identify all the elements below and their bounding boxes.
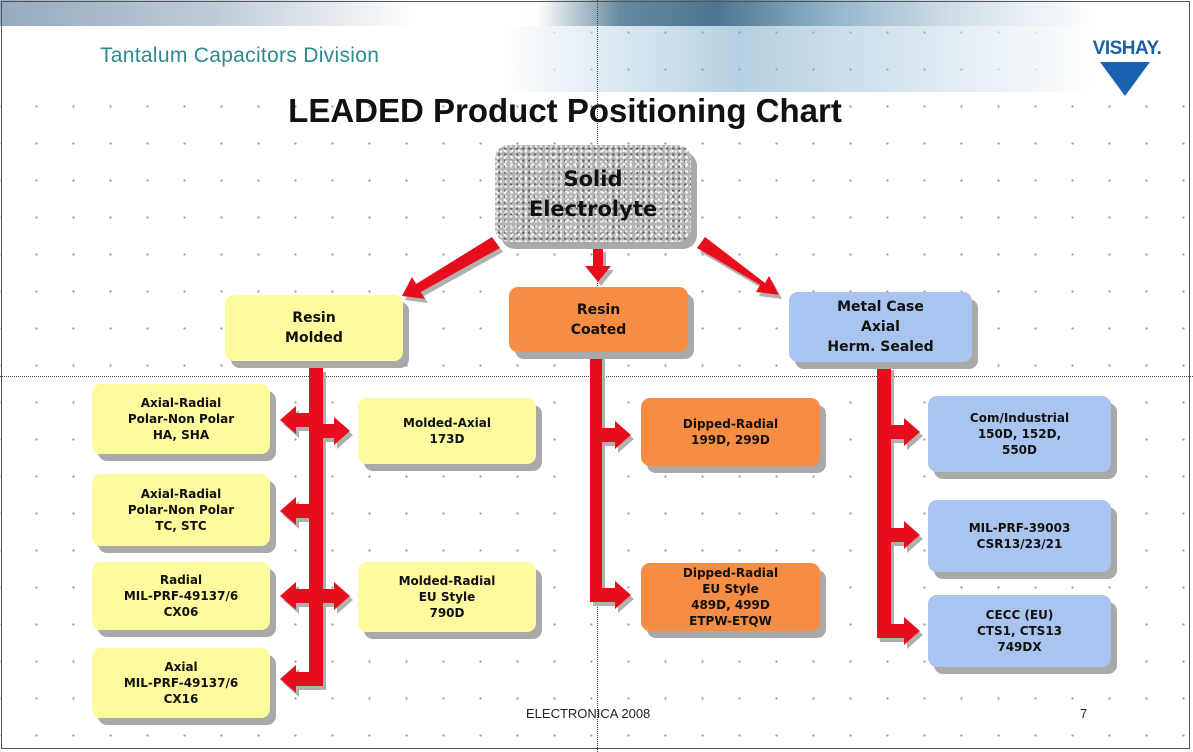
arrow-root-to-metal <box>697 237 779 295</box>
arrow-metal-2 <box>891 521 920 549</box>
molded-axial-cx16-box: Axial MIL-PRF-49137/6 CX16 <box>92 648 270 718</box>
molded-radial-790d-box: Molded-Radial EU Style 790D <box>358 562 536 632</box>
arrow-coated-1 <box>602 421 631 449</box>
footer-event: ELECTRONICA 2008 <box>526 706 651 721</box>
metal-cecc-box: CECC (EU) CTS1, CTS13 749DX <box>928 595 1111 667</box>
molded-trunk <box>309 368 323 686</box>
resin-molded-box: Resin Molded <box>225 295 403 361</box>
metal-com-industrial-box: Com/Industrial 150D, 152D, 550D <box>928 396 1111 472</box>
arrow-coated-2 <box>602 581 631 609</box>
division-title: Tantalum Capacitors Division <box>100 44 380 67</box>
header-photo-strip <box>0 0 1193 26</box>
arrow-root-to-coated <box>585 248 611 282</box>
arrow-metal-1 <box>891 418 920 446</box>
metal-trunk <box>877 366 891 638</box>
solid-electrolyte-box: Solid Electrolyte <box>495 145 691 242</box>
arrow-molded-right-2 <box>323 582 350 610</box>
resin-coated-box: Resin Coated <box>509 287 688 352</box>
arrow-molded-left-2 <box>280 497 309 525</box>
arrow-molded-right-1 <box>323 417 350 445</box>
logo-text: VISHAY. <box>1092 38 1162 59</box>
dipped-radial-199d-box: Dipped-Radial 199D, 299D <box>641 398 820 466</box>
logo-triangle-icon <box>1100 62 1150 96</box>
molded-axial-173d-box: Molded-Axial 173D <box>358 398 536 464</box>
molded-radial-cx06-box: Radial MIL-PRF-49137/6 CX06 <box>92 562 270 630</box>
vishay-logo: VISHAY. <box>1072 38 1182 108</box>
molded-axial-radial-tc-box: Axial-Radial Polar-Non Polar TC, STC <box>92 474 270 546</box>
arrow-molded-left-4 <box>280 665 309 693</box>
metal-mil-prf-39003-box: MIL-PRF-39003 CSR13/23/21 <box>928 500 1111 572</box>
coated-trunk <box>590 350 602 602</box>
page-number: 7 <box>1080 706 1088 721</box>
arrow-molded-left-1 <box>280 406 309 434</box>
arrow-molded-left-3 <box>280 582 309 610</box>
metal-case-box: Metal Case Axial Herm. Sealed <box>789 292 972 362</box>
arrow-metal-3 <box>891 617 920 645</box>
slide-title: LEADED Product Positioning Chart <box>288 92 842 129</box>
molded-axial-radial-ha-box: Axial-Radial Polar-Non Polar HA, SHA <box>92 384 270 454</box>
dipped-radial-eu-box: Dipped-Radial EU Style 489D, 499D ETPW-E… <box>641 563 820 631</box>
arrow-root-to-molded <box>402 237 500 299</box>
